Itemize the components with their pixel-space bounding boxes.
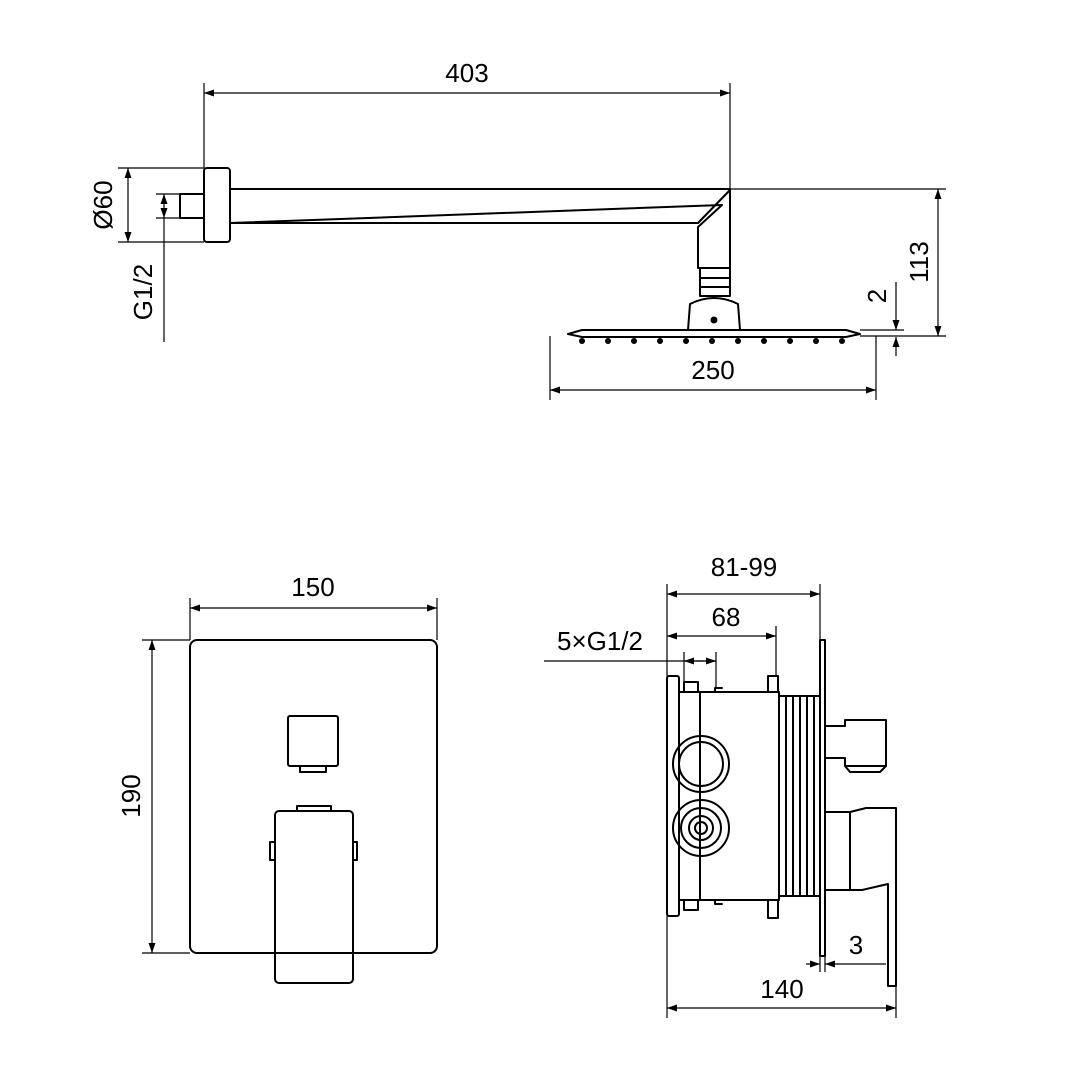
dim-arm-length: 403 (203, 58, 731, 189)
mixer-handle (274, 810, 354, 984)
connections-label: 5×G1/2 (557, 626, 643, 656)
arm-length-label: 403 (445, 58, 488, 88)
mounting-flange-back (666, 675, 680, 917)
dim-thread: G1/2 (128, 193, 180, 342)
dim-height: 113 (730, 188, 946, 337)
cover-plate-view: 150 190 (116, 572, 438, 984)
shower-head-plate (567, 329, 861, 338)
total-depth-label: 140 (760, 974, 803, 1004)
cover-width-label: 150 (291, 572, 334, 602)
shower-head-view: 403 Ø60 G1/2 113 2 (88, 58, 946, 400)
thread-label: G1/2 (128, 264, 158, 320)
dim-cover-height: 190 (116, 639, 190, 954)
head-width-label: 250 (691, 355, 734, 385)
ball-joint (687, 297, 741, 331)
body-depth-label: 68 (712, 602, 741, 632)
dim-total-depth: 140 (666, 916, 897, 1018)
cartridge-port (672, 799, 730, 857)
plate-thickness-label: 2 (862, 289, 892, 303)
nozzle-row (579, 338, 845, 344)
mixer-housing (678, 691, 780, 901)
dim-install-depth: 81-99 (666, 552, 821, 676)
lever-handle (824, 807, 897, 987)
diverter-button (287, 715, 339, 767)
cover-height-label: 190 (116, 774, 146, 817)
dim-head-width: 250 (549, 336, 877, 400)
cover-plate (189, 639, 438, 954)
swivel-nut (699, 267, 731, 297)
extension-sleeve (778, 695, 821, 897)
mixer-body-view: 81-99 68 5×G1/2 3 140 (544, 552, 897, 1018)
dim-plate-thickness: 2 (860, 282, 904, 356)
thread-nipple (179, 193, 205, 219)
shower-arm (229, 188, 731, 269)
outlet-port (672, 735, 730, 793)
plate-gap-label: 3 (849, 930, 863, 960)
dim-body-depth: 68 (667, 602, 777, 676)
dim-plate-gap: 3 (806, 930, 886, 972)
dim-connections: 5×G1/2 (544, 626, 717, 688)
wall-flange (203, 167, 231, 243)
install-depth-label: 81-99 (711, 552, 778, 582)
dim-flange-diameter: Ø60 (88, 167, 204, 243)
front-plate (819, 639, 826, 957)
dim-cover-width: 150 (189, 572, 438, 640)
height-label: 113 (904, 241, 934, 282)
flange-diameter-label: Ø60 (88, 180, 118, 229)
diverter-knob (824, 719, 887, 767)
